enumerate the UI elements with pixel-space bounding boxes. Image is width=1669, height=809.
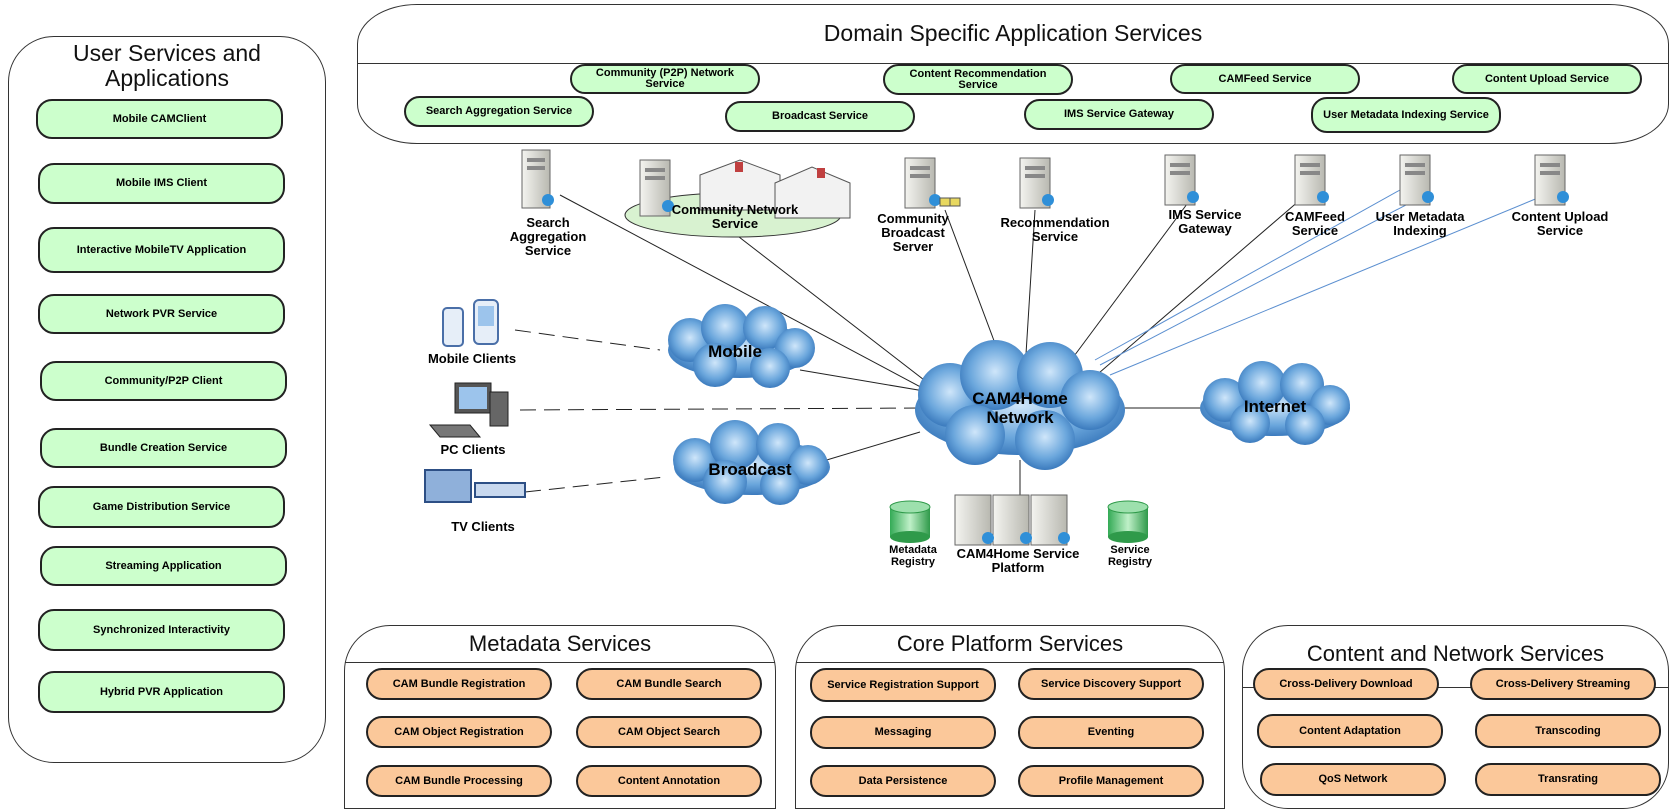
core-service-1: Service Registration Support [810, 668, 996, 702]
link-content-upload [1109, 194, 1546, 376]
server-icon-broadcast-server [904, 157, 961, 209]
user-service-2: Mobile IMS Client [38, 163, 285, 204]
link-broadcast [809, 431, 921, 466]
content-service-3: Content Adaptation [1257, 714, 1443, 748]
internet-cloud [1200, 361, 1350, 445]
domain-service-camfeed: CAMFeed Service [1170, 64, 1360, 94]
metadata-service-1: CAM Bundle Registration [366, 668, 552, 700]
user-service-10: Hybrid PVR Application [38, 671, 285, 713]
user-service-6: Bundle Creation Service [40, 428, 287, 468]
core-service-2: Service Discovery Support [1018, 668, 1204, 700]
link-pc-clients [519, 407, 921, 411]
blue-links [1094, 189, 1546, 376]
label-community-network: Community Network Service [671, 202, 799, 231]
link-mobile-clients [514, 329, 661, 351]
content-service-1: Cross-Delivery Download [1253, 668, 1439, 700]
link-search [559, 194, 946, 401]
domain-service-content-upload: Content Upload Service [1452, 64, 1642, 94]
divider [345, 662, 775, 663]
user-service-3: Interactive MobileTV Application [38, 227, 285, 273]
domain-service-user-metadata: User Metadata Indexing Service [1311, 97, 1501, 133]
user-service-7: Game Distribution Service [38, 486, 285, 528]
server-icon-user-metadata [1399, 154, 1434, 206]
community-network-icon [624, 159, 851, 238]
server-links [559, 194, 1301, 500]
domain-services-title: Domain Specific Application Services [823, 20, 1203, 46]
server-icon-platform [954, 494, 1070, 546]
label-internet-cloud: Internet [1243, 397, 1307, 416]
core-services-title: Core Platform Services [896, 631, 1124, 656]
server-icon-recommendation [1019, 157, 1054, 209]
content-service-2: Cross-Delivery Streaming [1470, 668, 1656, 700]
metadata-service-4: CAM Object Search [576, 716, 762, 748]
label-pc-clients: PC Clients [440, 442, 506, 457]
user-service-9: Synchronized Interactivity [38, 609, 285, 651]
server-icon-content-upload [1534, 154, 1569, 206]
server-icon-community [639, 159, 674, 217]
label-metadata-registry: Metadata Registry [889, 544, 937, 568]
server-icon-camfeed [1294, 154, 1329, 206]
domain-service-community: Community (P2P) Network Service [570, 64, 760, 94]
divider [358, 63, 1668, 64]
label-cam4home-cloud: CAM4Home Network [972, 389, 1068, 427]
metadata-service-2: CAM Bundle Search [576, 668, 762, 700]
content-services-title: Content and Network Services [1306, 641, 1605, 666]
mobile-cloud [668, 304, 815, 388]
label-user-metadata: User Metadata Indexing [1375, 209, 1465, 238]
core-service-6: Profile Management [1018, 765, 1204, 797]
metadata-services-title: Metadata Services [468, 631, 652, 656]
label-camfeed: CAMFeed Service [1285, 209, 1345, 238]
content-service-6: Transrating [1475, 763, 1661, 796]
metadata-service-3: CAM Object Registration [366, 716, 552, 748]
divider [1243, 687, 1668, 688]
client-links [514, 329, 921, 493]
mobile-phone-icon [442, 299, 499, 347]
user-service-1: Mobile CAMClient [36, 99, 283, 139]
server-icon-ims [1164, 154, 1199, 206]
pc-icon [428, 382, 509, 438]
link-community [729, 229, 951, 401]
label-service-registry: Service Registry [1107, 544, 1153, 568]
divider [796, 662, 1224, 663]
link-ims [1059, 199, 1191, 376]
broadcast-cloud [673, 420, 830, 505]
link-tv-clients [524, 476, 666, 493]
domain-service-recommendation: Content Recommendation Service [883, 64, 1073, 95]
database-icon-service [1107, 500, 1149, 543]
link-user-metadata [1099, 194, 1426, 366]
label-mobile-cloud: Mobile [708, 342, 762, 361]
label-broadcast-server: Community Broadcast Server [877, 211, 949, 254]
domain-service-broadcast: Broadcast Service [725, 101, 915, 132]
metadata-service-5: CAM Bundle Processing [366, 765, 552, 797]
label-content-upload: Content Upload Service [1511, 209, 1609, 238]
tv-icon [424, 469, 526, 503]
metadata-service-6: Content Annotation [576, 765, 762, 797]
label-recommendation: Recommendation Service [1000, 215, 1110, 244]
label-mobile-clients: Mobile Clients [427, 351, 517, 366]
link-mobile [799, 369, 931, 393]
server-icon-search [521, 149, 554, 209]
server-icons [521, 149, 1569, 546]
link-recommendation [1024, 209, 1036, 371]
user-service-5: Community/P2P Client [40, 361, 287, 401]
core-service-5: Data Persistence [810, 765, 996, 797]
core-service-3: Messaging [810, 716, 996, 749]
domain-service-search: Search Aggregation Service [404, 96, 594, 127]
label-broadcast-cloud: Broadcast [708, 460, 792, 479]
content-service-5: QoS Network [1260, 763, 1446, 796]
cam4home-cloud [915, 340, 1125, 470]
database-icon-metadata [889, 500, 931, 543]
label-ims-gateway: IMS Service Gateway [1168, 207, 1242, 236]
domain-service-ims: IMS Service Gateway [1024, 99, 1214, 130]
label-tv-clients: TV Clients [451, 519, 515, 534]
user-service-4: Network PVR Service [38, 294, 285, 334]
label-service-platform: CAM4Home Service Platform [956, 546, 1080, 575]
label-search-aggregation: Search Aggregation Service [509, 215, 587, 258]
user-service-8: Streaming Application [40, 546, 287, 586]
core-service-4: Eventing [1018, 716, 1204, 749]
content-service-4: Transcoding [1475, 714, 1661, 748]
